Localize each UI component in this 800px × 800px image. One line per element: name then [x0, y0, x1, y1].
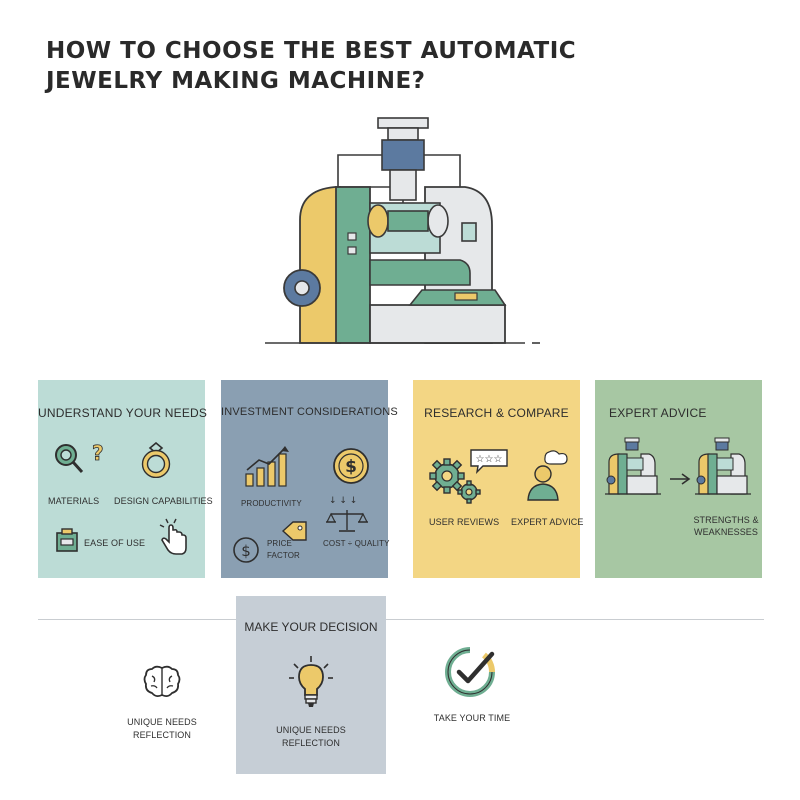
card-title: EXPERT ADVICE [609, 406, 707, 420]
checkmark-circle-icon [445, 647, 496, 697]
label-materials: MATERIALS [48, 496, 100, 506]
title-line-2: JEWELRY MAKING MACHINE? [46, 68, 426, 94]
arrow-right-icon [670, 473, 691, 485]
card-understand-needs: UNDERSTAND YOUR NEEDS ? MATERIALS DESIGN… [38, 380, 213, 578]
card-expert-advice: EXPERT ADVICE STRENGTHS & WEAKNESSES [595, 380, 762, 578]
rating-bubble-icon: ☆☆☆ [470, 449, 508, 474]
expert-person-icon [527, 450, 568, 501]
svg-text:↓ ↓ ↓: ↓ ↓ ↓ [329, 496, 357, 504]
lightbulb-icon [289, 656, 333, 707]
machine-icon [56, 528, 78, 552]
magnifier-question-icon: ? [55, 442, 104, 474]
section-divider [38, 619, 764, 620]
price-tag-icon [281, 521, 307, 541]
svg-text:$: $ [345, 457, 357, 477]
label-design-capabilities: DESIGN CAPABILITIES [114, 496, 213, 506]
card-research-compare: RESEARCH & COMPARE ☆☆☆ USER REVIEWS [413, 380, 583, 578]
balance-scale-icon [326, 510, 368, 532]
gears-icon [429, 458, 481, 504]
decision-panel: MAKE YOUR DECISION UNIQUE NEEDS REFLECTI… [236, 596, 386, 774]
title-line-1: HOW TO CHOOSE THE BEST AUTOMATIC [46, 38, 577, 64]
decision-title: MAKE YOUR DECISION [244, 620, 378, 634]
jewelry-machine-illustration [265, 117, 540, 344]
machine-icon [605, 437, 661, 495]
label-cost-quality: COST ÷ QUALITY [323, 539, 390, 548]
label-ease-of-use: EASE OF USE [84, 538, 146, 548]
machine-icon [695, 437, 751, 495]
brain-icon [143, 665, 181, 698]
dollar-coin-icon: $ [233, 537, 259, 563]
decision-left-line2: REFLECTION [132, 730, 191, 740]
card-title: INVESTMENT CONSIDERATIONS [221, 406, 398, 418]
decision-center-line1: UNIQUE NEEDS [276, 725, 346, 735]
decision-center-line2: REFLECTION [281, 738, 340, 748]
card-title: UNDERSTAND YOUR NEEDS [38, 406, 208, 420]
arrows-down-icon: ↓ ↓ ↓ [329, 496, 357, 504]
card-investment-considerations: INVESTMENT CONSIDERATIONS $ PRODUCTIVITY… [221, 380, 398, 578]
ring-icon [141, 442, 171, 478]
growth-chart-icon [245, 446, 289, 487]
pointer-hand-icon [159, 518, 187, 555]
dollar-coin-icon: $ [333, 448, 369, 484]
label-expert-advice: EXPERT ADVICE [511, 517, 584, 527]
label-factor: FACTOR [267, 551, 300, 560]
svg-text:$: $ [241, 542, 251, 560]
page-title: HOW TO CHOOSE THE BEST AUTOMATIC JEWELRY… [46, 36, 577, 96]
label-user-reviews: USER REVIEWS [429, 517, 500, 527]
label-price: PRICE [267, 539, 292, 548]
card-title: RESEARCH & COMPARE [424, 406, 569, 420]
label-strengths: STRENGTHS & [693, 515, 759, 525]
svg-text:?: ? [92, 442, 104, 465]
label-productivity: PRODUCTIVITY [241, 499, 302, 508]
label-weaknesses: WEAKNESSES [693, 527, 759, 537]
svg-text:☆☆☆: ☆☆☆ [476, 454, 503, 465]
decision-left-line1: UNIQUE NEEDS [127, 717, 197, 727]
decision-right-line1: TAKE YOUR TIME [433, 713, 511, 723]
